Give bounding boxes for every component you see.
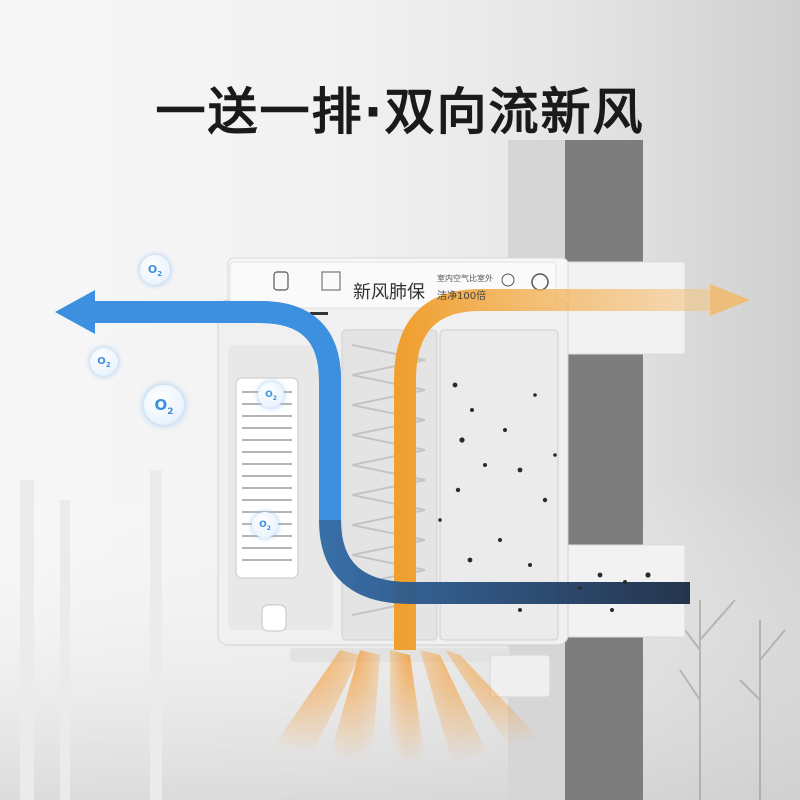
page-title: 一送一排·双向流新风 [155,83,645,141]
exhaust-arrow-icon [710,284,750,316]
oxygen-subscript: 2 [157,270,163,279]
control-knob [261,604,287,632]
oxygen-badge-3: O2 [144,385,184,425]
oxygen-label: O [97,356,106,367]
warning-icon [501,273,515,287]
oxygen-label: O [154,396,168,414]
fresh-air-unit [217,257,569,698]
fresh-air-arrow-icon [55,290,95,334]
logo-mark-icon [273,271,289,291]
oxygen-badge-5: O2 [252,512,278,538]
filter-pleats [351,344,426,616]
oxygen-subscript: 2 [272,394,277,402]
background-posts [20,470,162,800]
oxygen-subscript: 2 [266,524,271,532]
oxygen-label: O [147,263,158,276]
tagline-line-2: 洁净100倍 [437,291,487,302]
oxygen-badge-1: O2 [140,255,170,285]
oxygen-subscript: 2 [167,407,174,417]
mount-bracket [489,654,551,698]
oxygen-badge-4: O2 [258,382,284,408]
qr-code-icon [321,271,341,291]
oxygen-label: O [265,390,273,400]
wall-cross-section [565,140,643,800]
oxygen-subscript: 2 [105,361,111,369]
oxygen-label: O [259,520,267,530]
tagline-line-1: 室内空气比室外 [437,274,493,283]
exhaust-air-path [394,289,710,650]
fresh-air-path-inside [92,301,341,520]
pollution-particles [438,382,651,612]
warm-air-rays [250,650,565,795]
brand-name: 新风肺保 [353,282,425,303]
oxygen-badge-2: O2 [90,348,118,376]
indicator-light [310,312,328,315]
